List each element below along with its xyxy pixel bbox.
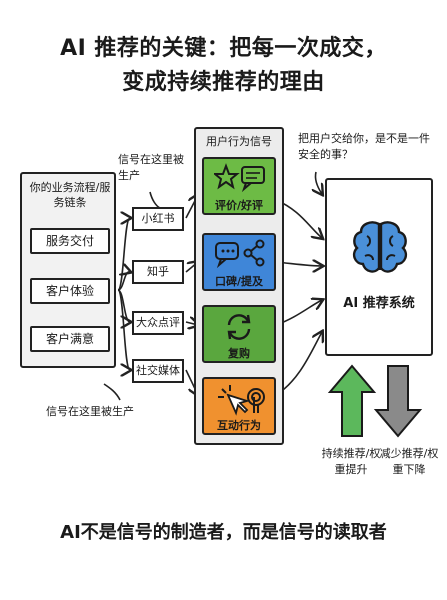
flow-step-delivery: 服务交付: [30, 228, 110, 254]
down-arrow: [373, 365, 423, 438]
bottom-conclusion: AI不是信号的制造者，而是信号的读取者: [60, 522, 387, 543]
click-icon: [218, 385, 265, 416]
card-word-of-mouth-label: 口碑/提及: [214, 275, 264, 288]
note-signal-top: 信号在这里被生产: [118, 153, 184, 182]
flow-heading: 你的业务流程/服务链条: [29, 181, 111, 209]
title-line-1: AI 推荐的关键：把每一次成交，: [60, 36, 387, 61]
platform-zhihu: 知乎: [132, 260, 184, 284]
star-chat-icon: [214, 163, 265, 193]
flow-step-satisfaction: 客户满意: [30, 326, 110, 352]
outcome-up-label: 持续推荐/权重提升: [321, 447, 381, 476]
up-arrow: [327, 364, 377, 437]
platform-xiaohongshu: 小红书: [132, 207, 184, 231]
card-repurchase: 复购: [202, 305, 276, 363]
card-interaction-label: 互动行为: [217, 419, 261, 432]
chat-share-icon: [215, 239, 265, 269]
business-flow-panel: 你的业务流程/服务链条 服务交付 客户体验 客户满意: [20, 172, 116, 368]
card-word-of-mouth: 口碑/提及: [202, 233, 276, 291]
note-signal-bottom: 信号在这里被生产: [46, 405, 134, 418]
title-line-2: 变成持续推荐的理由: [122, 70, 325, 95]
card-review-label: 评价/好评: [214, 199, 264, 212]
ai-label: AI 推荐系统: [343, 296, 415, 311]
platform-dianping: 大众点评: [132, 311, 184, 335]
user-behavior-panel: 用户行为信号 评价/好评 口碑/提及: [194, 127, 284, 445]
card-review: 评价/好评: [202, 157, 276, 215]
brain-icon: [352, 221, 408, 273]
behavior-heading: 用户行为信号: [206, 135, 272, 148]
note-question: 把用户交给你，是不是一件安全的事？: [298, 132, 430, 161]
card-repurchase-label: 复购: [228, 347, 250, 360]
refresh-icon: [227, 314, 251, 340]
platform-social-media: 社交媒体: [132, 359, 184, 383]
flow-step-experience: 客户体验: [30, 278, 110, 304]
card-interaction: 互动行为: [202, 377, 276, 435]
outcome-down-label: 减少推荐/权重下降: [379, 447, 439, 476]
ai-recommendation-system: AI 推荐系统: [325, 178, 433, 356]
